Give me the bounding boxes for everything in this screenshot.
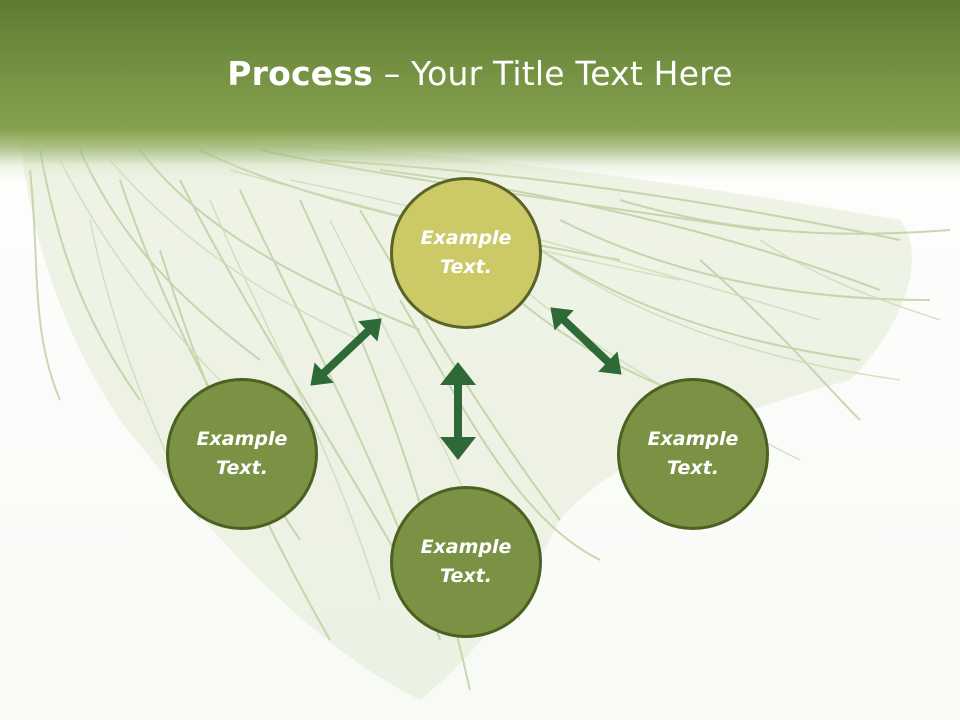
double-arrow-vertical-icon — [440, 362, 476, 460]
double-arrow-right-icon — [541, 297, 631, 385]
double-arrow-left-icon — [301, 308, 391, 396]
process-node-right[interactable]: Example Text. — [617, 378, 769, 530]
process-node-left[interactable]: Example Text. — [166, 378, 318, 530]
process-node-left-label: Example Text. — [182, 425, 302, 483]
process-node-bottom-label: Example Text. — [406, 533, 526, 591]
process-node-top-label: Example Text. — [406, 224, 526, 282]
process-node-bottom[interactable]: Example Text. — [390, 486, 542, 638]
process-node-right-label: Example Text. — [633, 425, 753, 483]
process-node-top[interactable]: Example Text. — [390, 177, 542, 329]
